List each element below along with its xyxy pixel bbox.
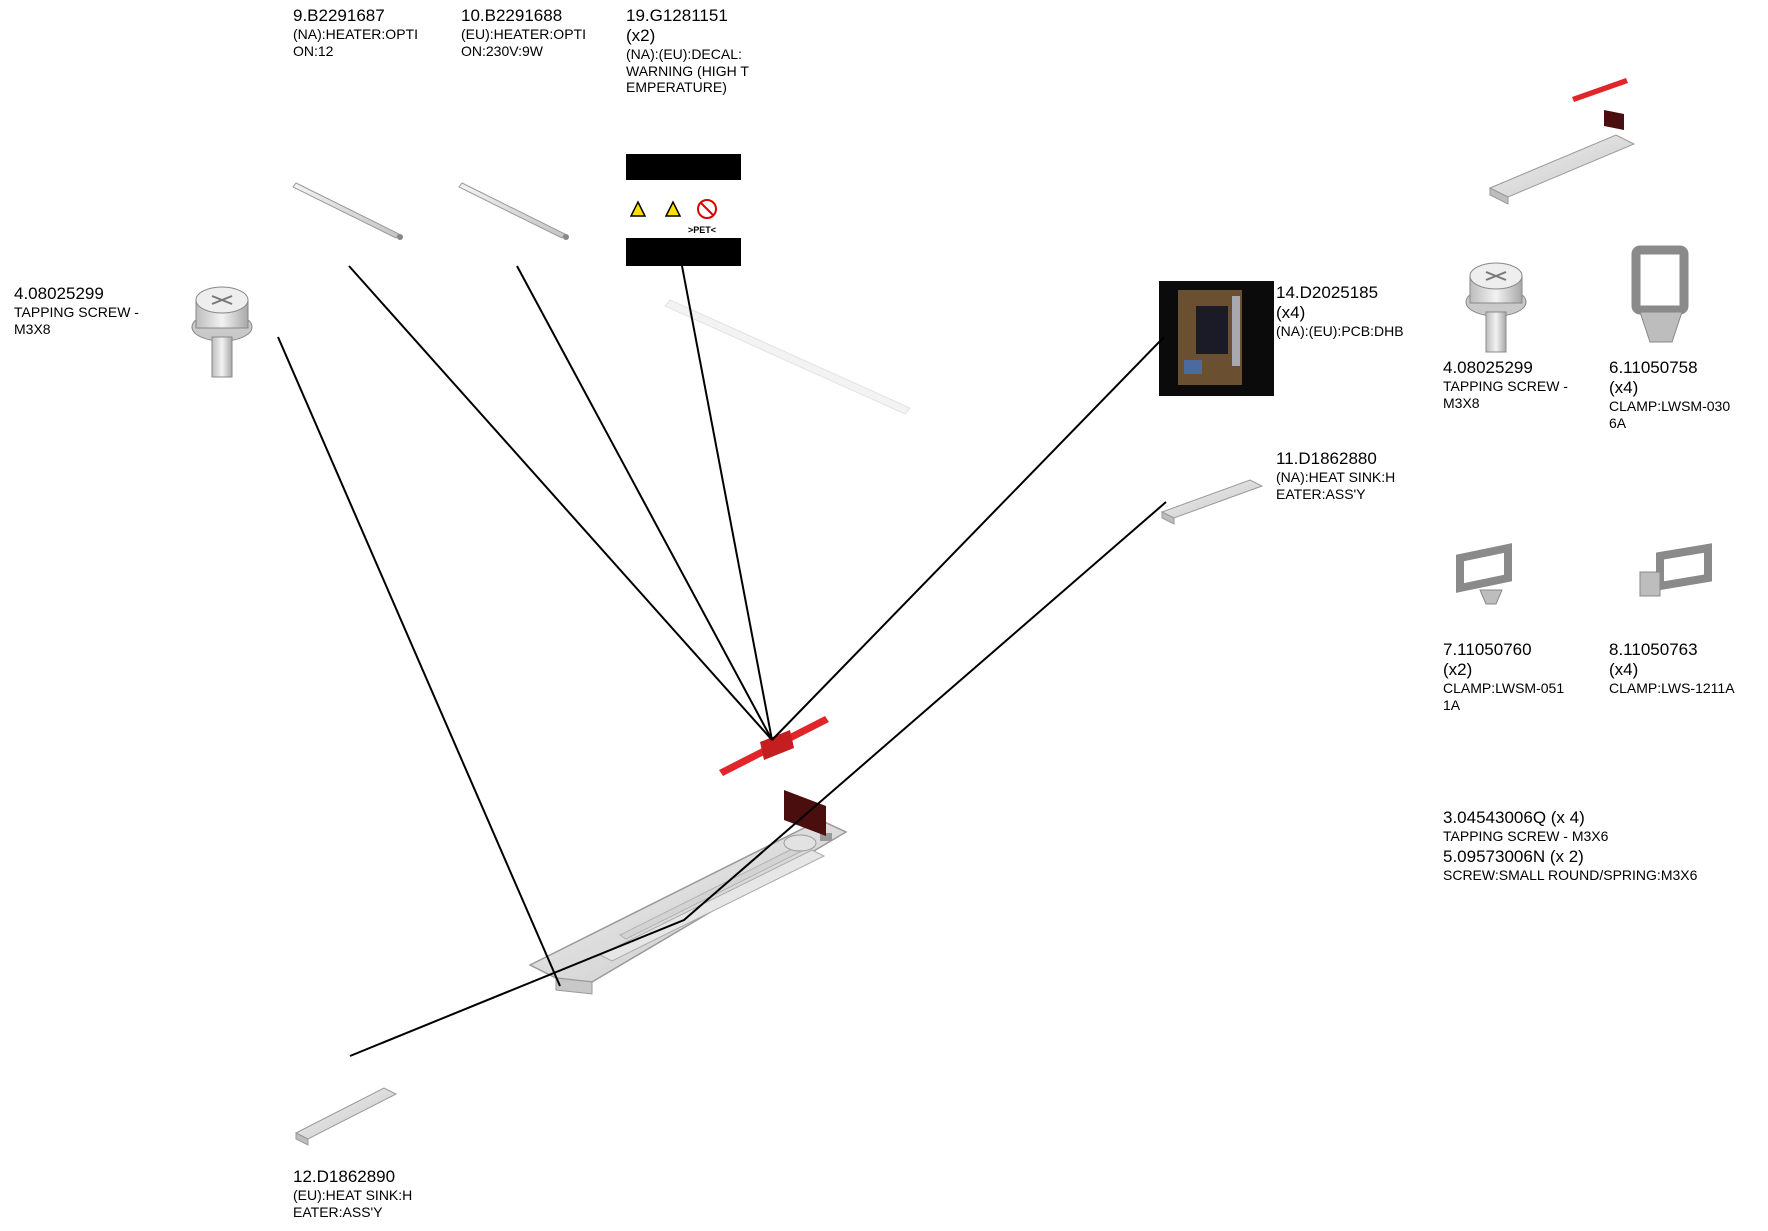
heat-sink-heater-na-part	[1160, 479, 1264, 525]
label-part-11: 11.D1862880 (NA):HEAT SINK:H EATER:ASS'Y	[1276, 449, 1395, 502]
part-description: (EU):HEATER:OPTI ON:230V:9W	[461, 26, 586, 59]
label-part-7: 7.11050760 (x2) CLAMP:LWSM-051 1A	[1443, 640, 1564, 713]
pcb-photo-part	[1159, 281, 1274, 396]
label-part-6: 6.11050758 (x4) CLAMP:LWSM-030 6A	[1609, 358, 1730, 431]
part-description: TAPPING SCREW - M3X8	[14, 304, 139, 337]
part-description: (EU):HEAT SINK:H EATER:ASS'Y	[293, 1187, 413, 1220]
part-number: 4.08025299	[14, 284, 104, 303]
heater-option-230v-part	[458, 182, 569, 240]
clamp-lws-1211a-part	[1639, 543, 1712, 597]
tapping-screw-m3x8-thumb	[1465, 262, 1527, 353]
clamp-lwsm-0306a-part	[1631, 245, 1689, 343]
dark-insulation-pad	[784, 790, 826, 836]
part-quantity: (x4)	[1609, 378, 1639, 398]
part-number: 4.08025299	[1443, 358, 1533, 377]
part-number: 6.11050758	[1609, 358, 1698, 377]
part-5-description: SCREW:SMALL ROUND/SPRING:M3X6	[1443, 866, 1698, 883]
label-part-19: 19.G1281151 (x2) (NA):(EU):DECAL: WARNIN…	[626, 6, 749, 96]
screw-notes: 3.04543006Q (x 4) TAPPING SCREW - M3X6 5…	[1443, 808, 1697, 883]
part-description: (NA):(EU):PCB:DHB	[1276, 323, 1404, 340]
part-quantity: (x4)	[1609, 660, 1639, 680]
part-number: 8.11050763	[1609, 640, 1698, 659]
part-number: 10.B2291688	[461, 6, 563, 25]
label-part-10: 10.B2291688 (EU):HEATER:OPTI ON:230V:9W	[461, 6, 586, 59]
red-heater-tab	[760, 730, 794, 760]
part-5-number: 5.09573006N (x 2)	[1443, 846, 1584, 866]
part-description: CLAMP:LWS-1211A	[1609, 680, 1735, 697]
main-heater-assembly	[528, 819, 848, 995]
part-description: (NA):(EU):DECAL: WARNING (HIGH T EMPERAT…	[626, 46, 749, 96]
decal-text: >PET<	[688, 225, 716, 235]
part-number: 7.11050760	[1443, 640, 1532, 659]
label-part-8: 8.11050763 (x4) CLAMP:LWS-1211A	[1609, 640, 1735, 697]
label-part-4-right: 4.08025299 TAPPING SCREW - M3X8	[1443, 358, 1568, 411]
label-part-12: 12.D1862890 (EU):HEAT SINK:H EATER:ASS'Y	[293, 1167, 412, 1220]
leader-lines	[277, 265, 1167, 1057]
label-part-4-left: 4.08025299 TAPPING SCREW - M3X8	[14, 284, 139, 337]
part-description: CLAMP:LWSM-030 6A	[1609, 398, 1731, 431]
part-3-number: 3.04543006Q (x 4)	[1443, 808, 1585, 827]
part-number: 9.B2291687	[293, 6, 385, 25]
tapping-screw-m3x8-part	[191, 286, 253, 378]
part-number: 19.G1281151	[626, 6, 728, 25]
hot-surface-icon	[664, 200, 682, 217]
part-quantity: (x2)	[1443, 660, 1473, 680]
warning-icon	[629, 200, 647, 217]
label-part-9: 9.B2291687 (NA):HEATER:OPTI ON:12	[293, 6, 418, 59]
heater-option-12-part	[292, 182, 403, 240]
ghost-heater-outline	[664, 299, 911, 415]
assembly-thumbnail	[1488, 78, 1636, 205]
heat-sink-heater-eu-part	[294, 1087, 398, 1146]
part-number: 12.D1862890	[293, 1167, 396, 1186]
part-quantity: (x4)	[1276, 303, 1306, 323]
warning-decal-part: >PET<	[626, 154, 741, 266]
part-description: (NA):HEATER:OPTI ON:12	[293, 26, 418, 59]
part-description: CLAMP:LWSM-051 1A	[1443, 680, 1565, 713]
clamp-lwsm-0511a-part	[1456, 543, 1512, 605]
part-description: TAPPING SCREW - M3X8	[1443, 378, 1568, 411]
part-quantity: (x2)	[626, 26, 656, 46]
label-part-14: 14.D2025185 (x4) (NA):(EU):PCB:DHB	[1276, 283, 1404, 340]
part-description: (NA):HEAT SINK:H EATER:ASS'Y	[1276, 469, 1396, 502]
part-3-description: TAPPING SCREW - M3X6	[1443, 828, 1609, 845]
part-number: 11.D1862880	[1276, 449, 1377, 468]
part-number: 14.D2025185	[1276, 283, 1379, 302]
